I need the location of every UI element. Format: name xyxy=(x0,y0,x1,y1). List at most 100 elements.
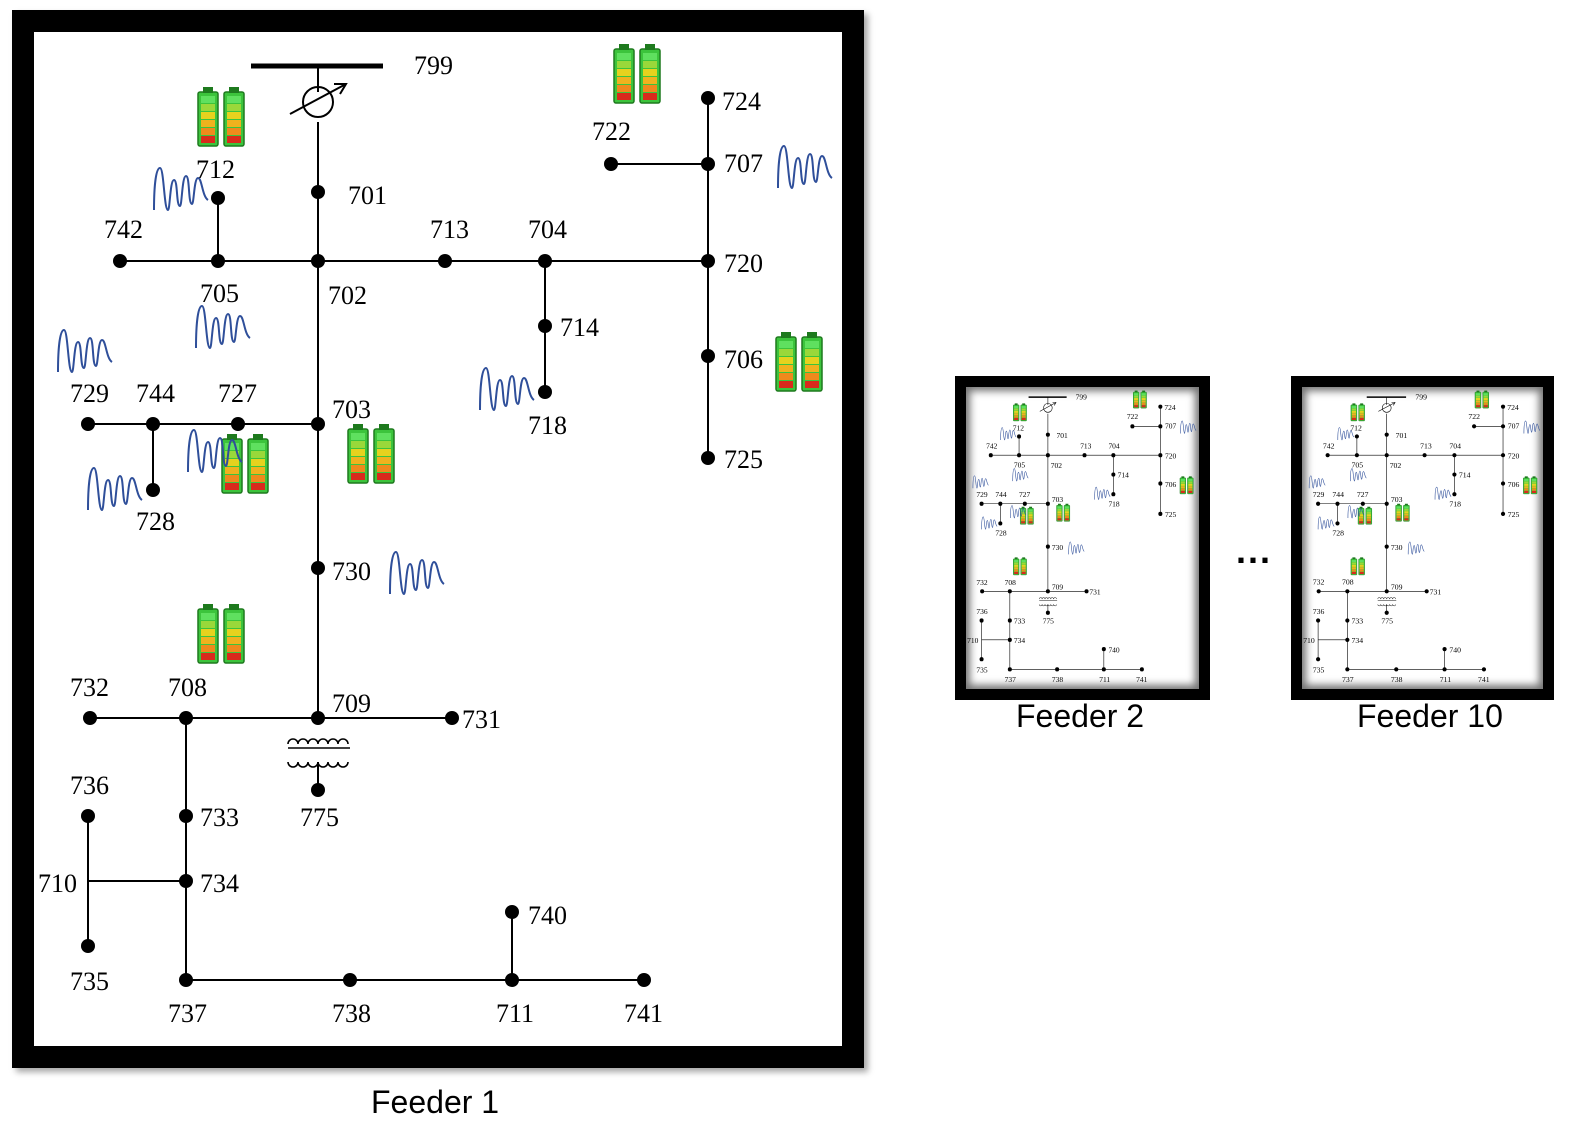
bus-node-722 xyxy=(604,157,618,171)
f10-bus-node-744 xyxy=(1335,501,1340,506)
f10-bus-label-727: 727 xyxy=(1357,490,1369,499)
bus-label-703: 703 xyxy=(332,395,371,424)
bus-node-728 xyxy=(146,483,160,497)
f2-bus-label-727: 727 xyxy=(1019,490,1030,499)
bus-node-775 xyxy=(311,783,325,797)
bus-node-732 xyxy=(83,711,97,725)
voltage-regulator-icon xyxy=(289,83,348,118)
f2-bus-node-712 xyxy=(1017,434,1022,439)
f10-bus-label-720: 720 xyxy=(1508,451,1520,460)
f2-bus-node-730 xyxy=(1045,544,1050,549)
f2-bus-node-702 xyxy=(1045,453,1050,458)
f10-bus-label-729: 729 xyxy=(1313,490,1325,499)
f10-bus-label-707: 707 xyxy=(1508,422,1520,431)
f10-bus-label-736: 736 xyxy=(1313,607,1325,616)
f10-bus-label-706: 706 xyxy=(1508,480,1520,489)
f2-bus-node-705 xyxy=(1017,453,1022,458)
bus-node-720 xyxy=(701,254,715,268)
f10-bus-node-706 xyxy=(1500,481,1506,486)
f2-bus-node-714 xyxy=(1111,472,1116,477)
f2-bus-node-724 xyxy=(1158,404,1163,409)
f2-bus-node-733 xyxy=(1007,618,1012,623)
f10-bus-label-710: 710 xyxy=(1303,636,1315,645)
bus-node-703 xyxy=(311,417,325,431)
f10-bus-node-742 xyxy=(1325,453,1330,458)
f10-bus-node-740 xyxy=(1442,647,1447,652)
f10-bus-node-725 xyxy=(1500,511,1506,516)
bus-node-740 xyxy=(505,905,519,919)
f10-bus-node-741 xyxy=(1481,667,1487,672)
bus-label-737: 737 xyxy=(168,999,207,1028)
f10-bus-label-708: 708 xyxy=(1342,578,1354,587)
f2-bus-label-710: 710 xyxy=(967,636,978,645)
bus-label-713: 713 xyxy=(430,215,469,244)
f10-bus-label-735: 735 xyxy=(1313,665,1325,674)
f2-bus-node-709 xyxy=(1045,589,1050,594)
bus-label-729: 729 xyxy=(70,379,109,408)
f10-bus-node-701 xyxy=(1384,432,1389,437)
bus-label-744: 744 xyxy=(136,379,175,408)
bus-label-714: 714 xyxy=(560,313,599,342)
f10-bus-label-728: 728 xyxy=(1332,528,1344,537)
ellipsis: ... xyxy=(1236,530,1273,571)
f2-bus-label-718: 718 xyxy=(1108,500,1119,509)
f10-bus-label-737: 737 xyxy=(1342,675,1354,684)
f2-bus-node-725 xyxy=(1158,511,1163,516)
f2-bus-node-727 xyxy=(1022,501,1027,506)
f2-bus-label-735: 735 xyxy=(976,665,987,674)
bus-node-734 xyxy=(179,874,193,888)
f2-bus-node-736 xyxy=(979,618,984,623)
bus-node-733 xyxy=(179,809,193,823)
bus-node-725 xyxy=(701,451,715,465)
bus-node-706 xyxy=(701,349,715,363)
bus-node-712 xyxy=(211,191,225,205)
f10-bus-node-722 xyxy=(1472,424,1477,429)
bus-node-718 xyxy=(538,385,552,399)
bus-label-712: 712 xyxy=(196,155,235,184)
bus-node-701 xyxy=(311,185,325,199)
f10-bus-node-702 xyxy=(1384,453,1389,458)
f2-bus-node-720 xyxy=(1158,453,1163,458)
f2-bus-label-737: 737 xyxy=(1005,675,1016,684)
f2-bus-label-713: 713 xyxy=(1080,441,1091,450)
bus-label-728: 728 xyxy=(136,507,175,536)
f2-bus-node-741 xyxy=(1139,667,1144,672)
bus-label-711: 711 xyxy=(496,999,534,1028)
f10-bus-label-718: 718 xyxy=(1449,500,1461,509)
bus-node-702 xyxy=(311,254,325,268)
f10-bus-node-738 xyxy=(1394,667,1399,672)
bus-label-701: 701 xyxy=(348,181,387,210)
f10-bus-label-703: 703 xyxy=(1391,495,1403,504)
f2-bus-label-740: 740 xyxy=(1108,646,1119,655)
f2-bus-node-711 xyxy=(1101,667,1106,672)
bus-label-740: 740 xyxy=(528,901,567,930)
f10-bus-node-712 xyxy=(1354,434,1359,439)
f2-bus-label-733: 733 xyxy=(1014,616,1025,625)
f10-bus-label-733: 733 xyxy=(1352,616,1364,625)
f10-bus-node-713 xyxy=(1422,453,1427,458)
f2-bus-label-741: 741 xyxy=(1136,675,1147,684)
f10-bus-label-731: 731 xyxy=(1430,587,1442,596)
f10-bus-node-711 xyxy=(1442,667,1447,672)
f10-bus-node-737 xyxy=(1345,667,1350,672)
f2-bus-node-713 xyxy=(1082,453,1087,458)
bus-label-732: 732 xyxy=(70,673,109,702)
bus-label-734: 734 xyxy=(200,869,239,898)
bus-label-705: 705 xyxy=(200,279,239,308)
bus-node-707 xyxy=(701,157,715,171)
f10-bus-label-734: 734 xyxy=(1352,636,1364,645)
f2-bus-label-702: 702 xyxy=(1051,461,1062,470)
f2-bus-node-718 xyxy=(1111,492,1116,497)
f10-bus-node-732 xyxy=(1316,589,1321,594)
caption-feeder-2: Feeder 2 xyxy=(1016,698,1145,734)
f10-bus-node-727 xyxy=(1360,501,1365,506)
f2-voltage-regulator-icon xyxy=(1039,402,1057,413)
f10-bus-label-701: 701 xyxy=(1396,431,1408,440)
bus-node-735 xyxy=(81,939,95,953)
bus-label-722: 722 xyxy=(592,117,631,146)
